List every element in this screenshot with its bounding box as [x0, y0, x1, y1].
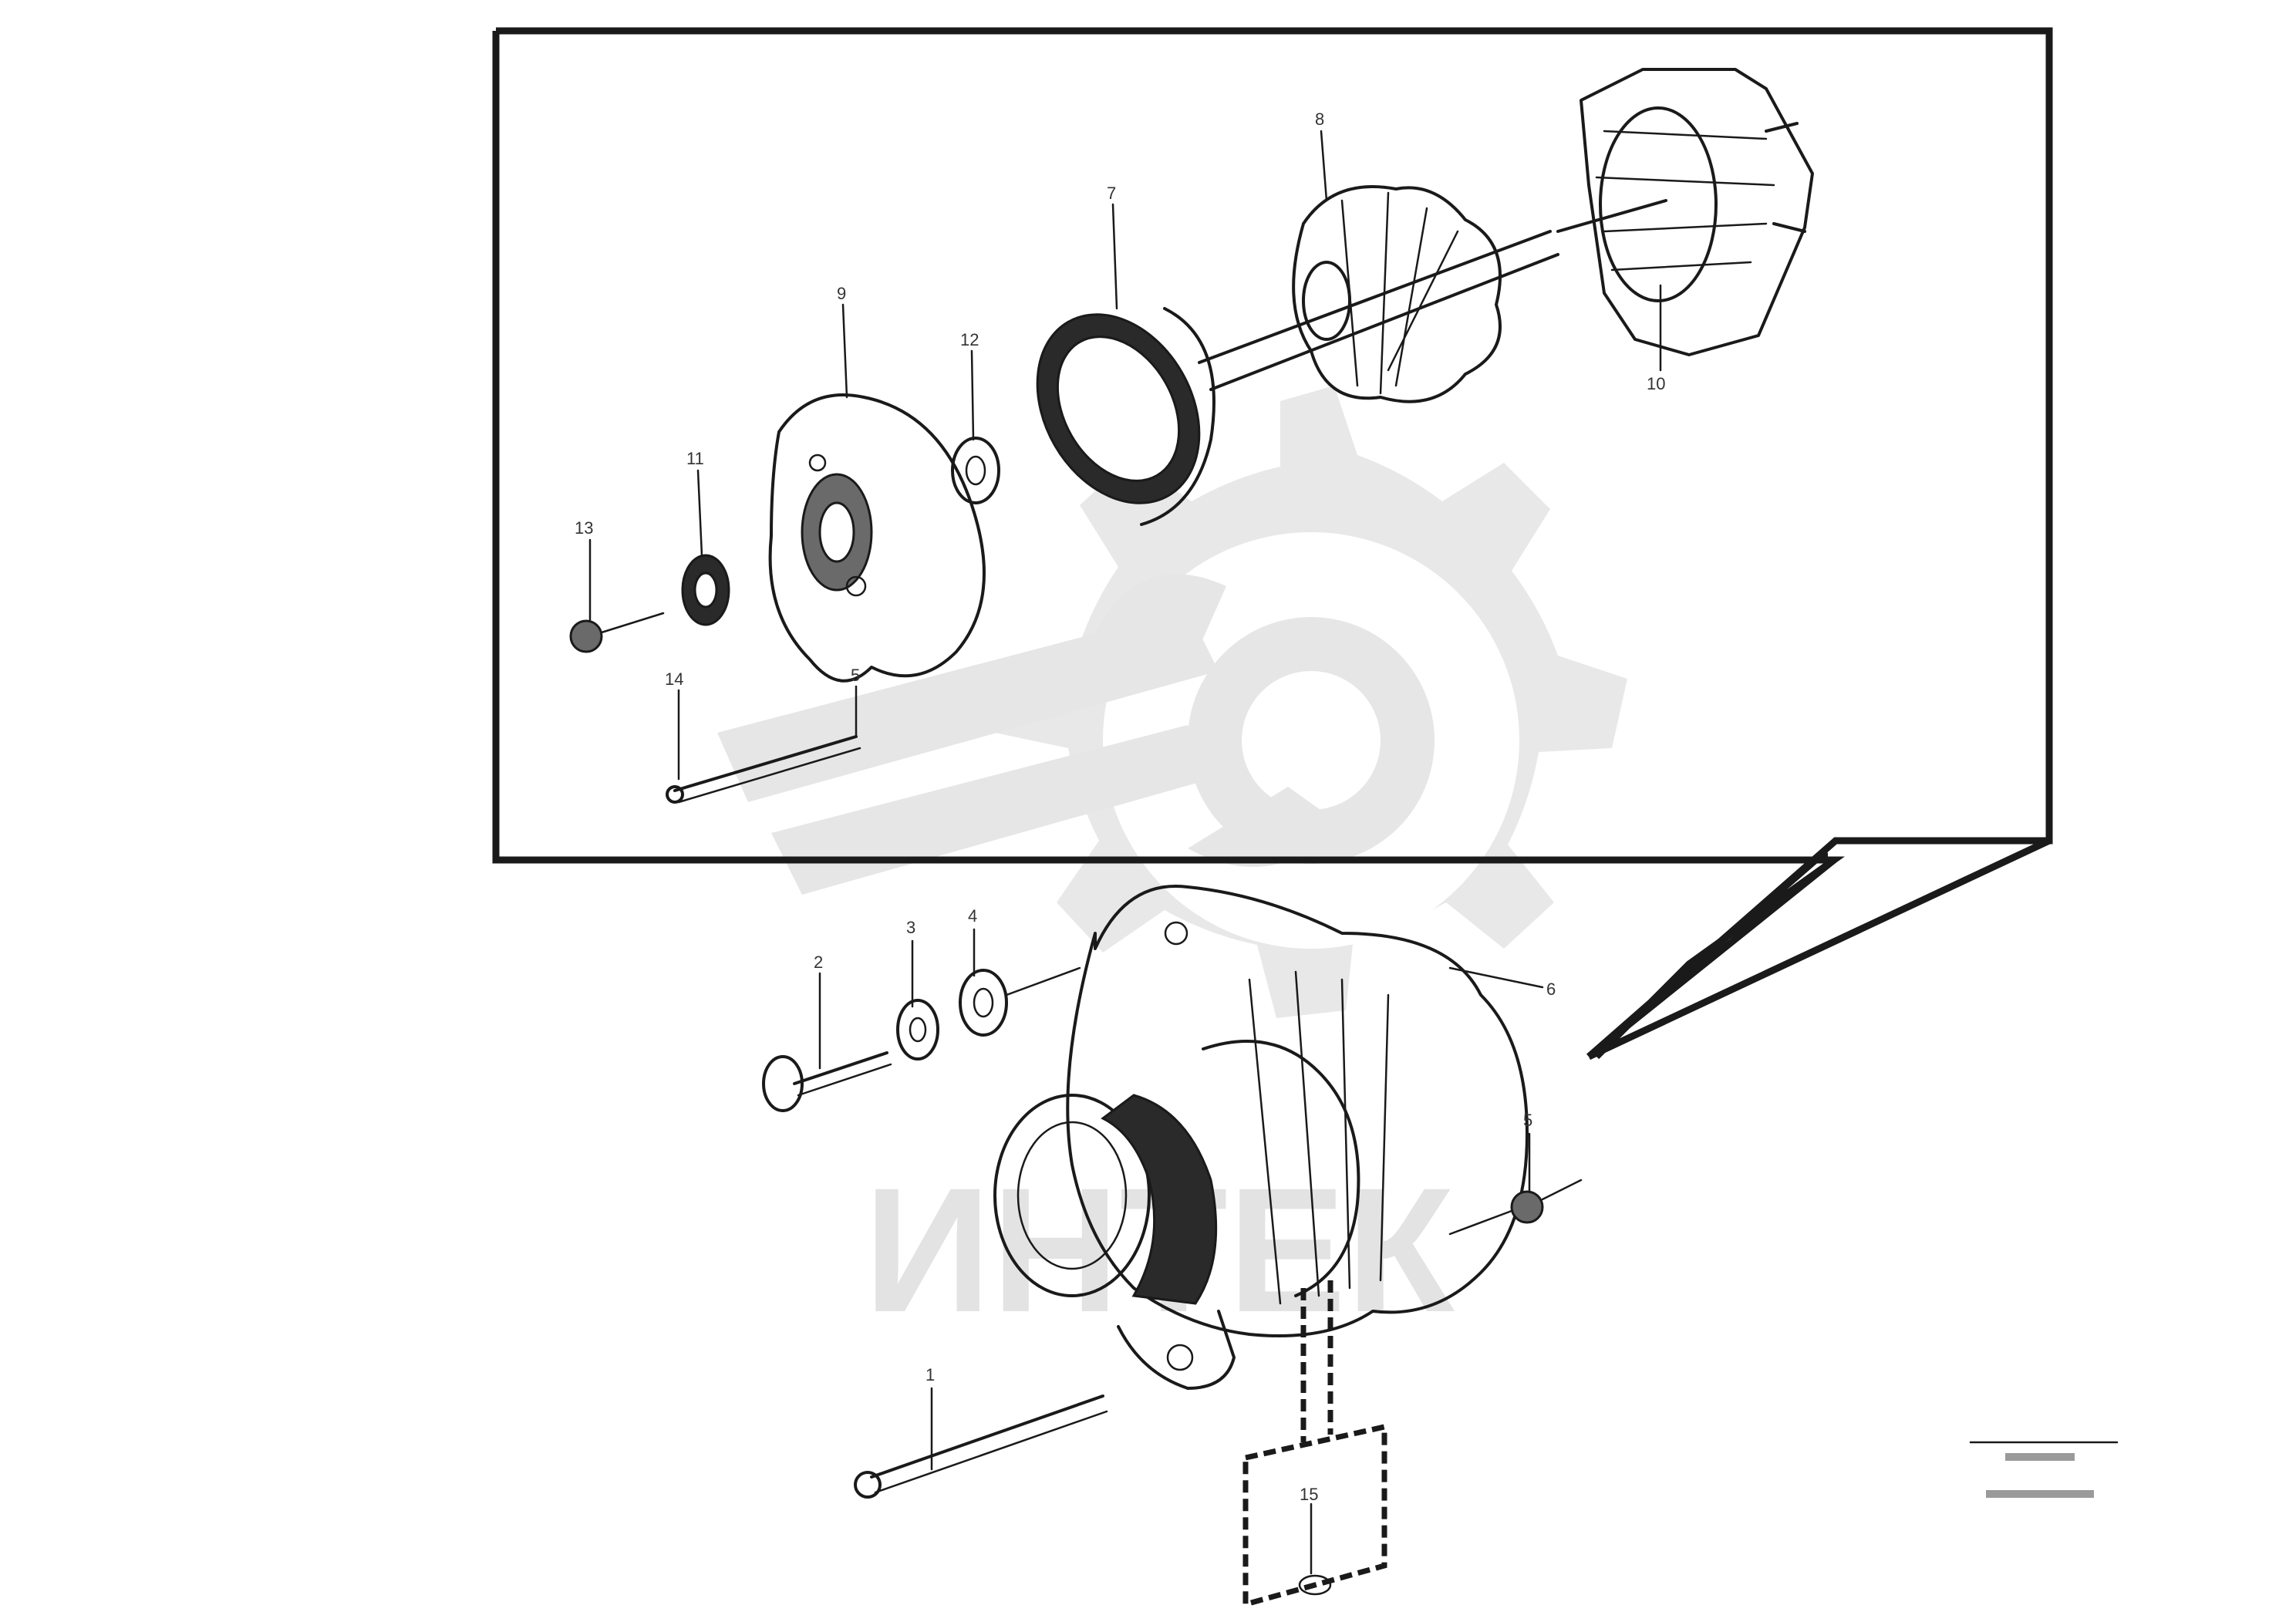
callout-8: 8 [1315, 110, 1324, 129]
reference-block [1969, 1441, 2119, 1498]
callout-9: 9 [837, 284, 846, 303]
spacer-washer [951, 437, 1000, 504]
callout-13: 13 [575, 518, 593, 538]
callout-6: 6 [1546, 980, 1556, 999]
alternator-assembly [993, 885, 1529, 1390]
callout-10: 10 [1647, 374, 1665, 393]
callout-4: 4 [968, 906, 977, 926]
rear-housing [1580, 68, 1814, 356]
reference-mark-1 [2005, 1453, 2075, 1461]
callout-5: 5 [1523, 1111, 1532, 1130]
front-end-plate [768, 393, 986, 683]
connector-leads [1242, 1280, 1387, 1608]
mounting-bolt-short [762, 1051, 892, 1112]
side-nut [1448, 1179, 1583, 1236]
callout-labels: 1 2 3 4 5 6 7 8 9 10 11 12 13 14 15 5 [575, 110, 1665, 1504]
callout-3: 3 [906, 918, 915, 937]
callout-5-upper: 5 [851, 666, 860, 685]
rotor-fan [1292, 185, 1502, 403]
bearing-ring [1036, 307, 1215, 526]
through-bolt [666, 735, 861, 804]
callout-15: 15 [1300, 1485, 1318, 1504]
washer-large [959, 966, 1081, 1037]
bushing [681, 554, 730, 626]
callout-1: 1 [925, 1365, 935, 1384]
callout-7: 7 [1107, 184, 1116, 203]
mounting-bolt-long [854, 1394, 1108, 1499]
callout-12: 12 [960, 330, 979, 349]
washer-small [896, 999, 939, 1061]
callout-14: 14 [665, 669, 683, 689]
upper-nut [569, 612, 665, 653]
detail-frame-pointer [1586, 837, 2051, 1061]
callout-2: 2 [814, 953, 823, 972]
leader-lines [588, 130, 1662, 1575]
reference-mark-2 [1986, 1490, 2094, 1498]
callout-11: 11 [686, 449, 704, 468]
